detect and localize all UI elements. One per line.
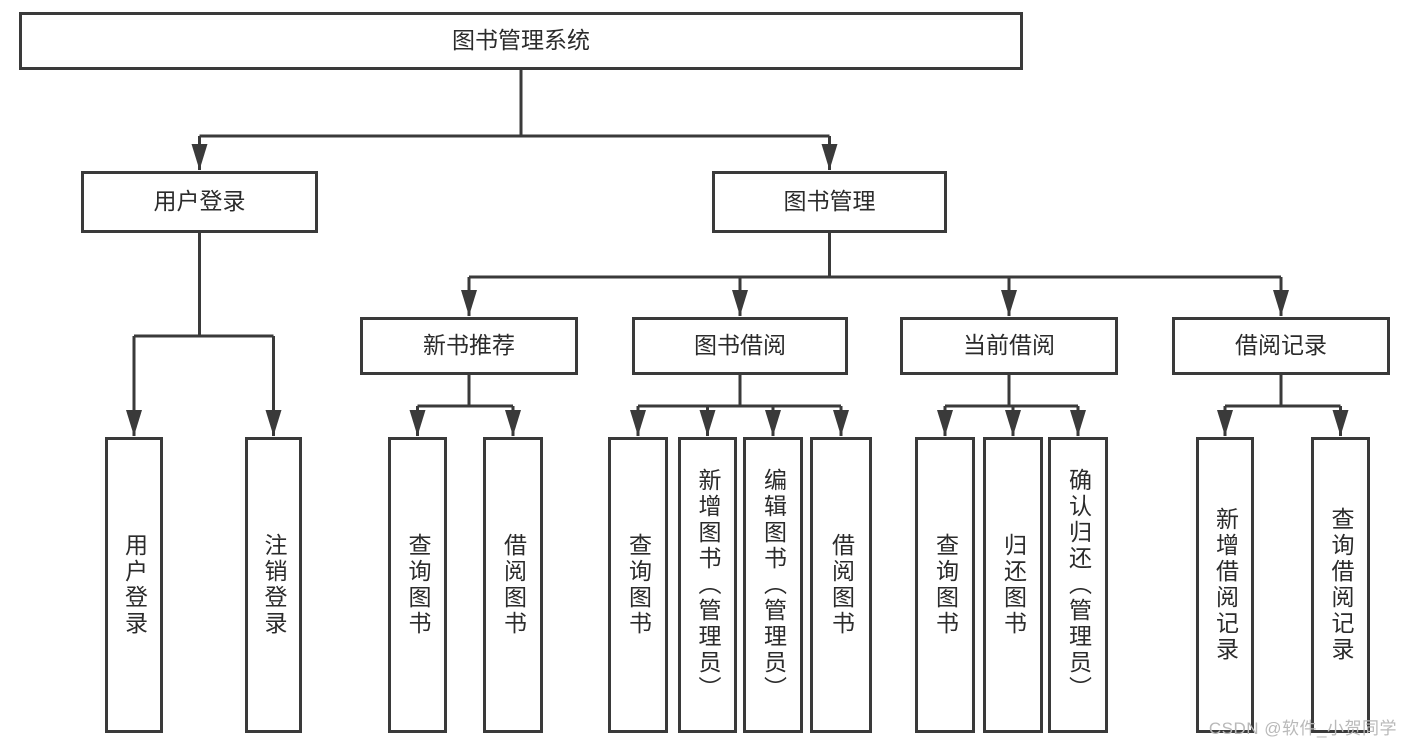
node-leaf-7 (810, 437, 872, 733)
arrowhead-icon (265, 410, 282, 436)
node-leaf-8 (915, 437, 975, 733)
arrowhead-icon (1001, 290, 1017, 316)
node-label: 图书管理系统 (452, 27, 590, 53)
node-level3-3: 借阅记录 (1172, 317, 1390, 375)
node-leaf-5 (678, 437, 737, 733)
node-level2-1: 图书管理 (712, 171, 947, 233)
node-root: 图书管理系统 (19, 12, 1023, 70)
node-leaf-9 (983, 437, 1043, 733)
arrowhead-icon (1070, 410, 1086, 436)
arrowhead-icon (409, 410, 426, 436)
node-leaf-12 (1311, 437, 1370, 733)
arrowhead-icon (505, 410, 521, 436)
arrowhead-icon (833, 410, 849, 436)
watermark: CSDN @软件_小贺同学 (1208, 719, 1397, 738)
node-leaf-2 (388, 437, 447, 733)
node-level3-2: 当前借阅 (900, 317, 1118, 375)
arrowhead-icon (1005, 410, 1021, 436)
node-label: 借阅记录 (1235, 332, 1327, 358)
arrowhead-icon (732, 290, 748, 316)
connector-layer (126, 70, 1349, 436)
node-leaf-11 (1196, 437, 1254, 733)
node-label: 新书推荐 (423, 332, 515, 358)
arrowhead-icon (1332, 410, 1349, 436)
node-leaf-4 (608, 437, 668, 733)
node-label: 用户登录 (154, 188, 246, 214)
arrowhead-icon (821, 144, 838, 170)
node-leaf-1 (245, 437, 302, 733)
node-level3-1: 图书借阅 (632, 317, 848, 375)
node-label: 图书管理 (784, 188, 876, 214)
arrowhead-icon (630, 410, 646, 436)
node-leaf-3 (483, 437, 543, 733)
arrowhead-icon (1217, 410, 1233, 436)
arrowhead-icon (126, 410, 142, 436)
arrowhead-icon (937, 410, 953, 436)
node-leaf-6 (743, 437, 803, 733)
arrowhead-icon (191, 144, 208, 170)
node-leaf-0 (105, 437, 163, 733)
node-label: 当前借阅 (963, 332, 1055, 358)
arrowhead-icon (1273, 290, 1289, 316)
arrowhead-icon (461, 290, 477, 316)
node-level3-0: 新书推荐 (360, 317, 578, 375)
arrowhead-icon (765, 410, 781, 436)
node-label: 图书借阅 (694, 332, 786, 358)
node-leaf-10 (1048, 437, 1108, 733)
node-level2-0: 用户登录 (81, 171, 318, 233)
arrowhead-icon (699, 410, 716, 436)
